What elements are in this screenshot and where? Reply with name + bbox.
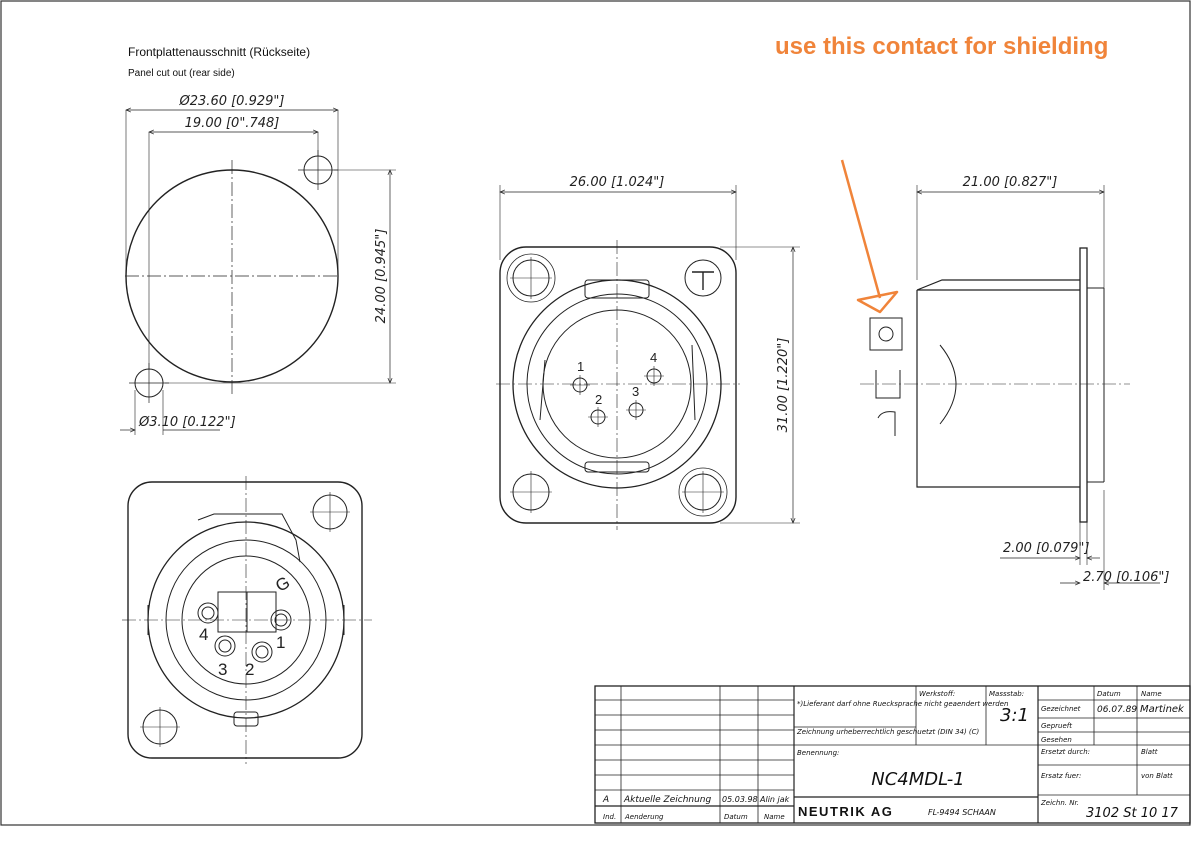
tb-gezeichnet: Gezeichnet: [1041, 705, 1081, 713]
tb-col-name: Name: [764, 813, 785, 821]
dim-cutout-height: 24.00 [0.945"]: [374, 229, 389, 324]
tb-ersetzt-durch: Ersetzt durch:: [1041, 748, 1090, 756]
front-pin-label-1: 1: [577, 359, 584, 374]
front-pin-label-3: 3: [632, 384, 639, 399]
tb-company: NEUTRIK AG: [798, 804, 893, 819]
tb-massstab-label: Massstab:: [989, 690, 1024, 698]
tb-name-header: Name: [1141, 690, 1162, 698]
tb-geprueft: Geprueft: [1041, 722, 1072, 730]
tb-gesehen: Gesehen: [1041, 736, 1072, 744]
tb-gezeichnet-name: Martinek: [1140, 704, 1185, 715]
tb-benennung: Benennung:: [797, 749, 839, 757]
tb-blatt: Blatt: [1141, 748, 1158, 756]
tb-massstab-value: 3:1: [1000, 705, 1029, 726]
tb-gezeichnet-date: 06.07.89: [1097, 705, 1137, 715]
tb-rev-name: Alin jak: [759, 795, 790, 804]
tb-rev-index: A: [602, 795, 609, 805]
dim-flange-thickness: 2.00 [0.079"]: [1003, 541, 1089, 556]
side-flange: [1079, 247, 1088, 523]
front-view: [496, 185, 800, 530]
rear-pin-4: [197, 602, 219, 624]
dim-front-width: 26.00 [1.024"]: [570, 175, 665, 190]
front-pin-label-2: 2: [595, 392, 602, 407]
tb-notice-2: Zeichnung urheberrechtlich geschuetzt (D…: [796, 728, 980, 736]
dim-cutout-hole-diameter: Ø3.10 [0.122"]: [138, 415, 236, 430]
rear-pin-label-1: 1: [276, 633, 285, 652]
tb-von-blatt: von Blatt: [1141, 772, 1173, 780]
rear-pin-label-3: 3: [218, 660, 227, 679]
side-body: [916, 279, 1080, 488]
rear-pin-2: [251, 641, 273, 663]
front-latch: [684, 259, 722, 297]
tb-part-name: NC4MDL-1: [871, 769, 964, 790]
shielding-contact: [869, 317, 903, 351]
front-pin-label-4: 4: [650, 350, 657, 365]
side-view: [860, 185, 1160, 590]
tb-rev-date: 05.03.98: [722, 795, 758, 804]
rear-pin-3: [214, 635, 236, 657]
dim-cutout-hole-spacing: 19.00 [0".748]: [185, 116, 280, 131]
rear-pin-label-2: 2: [245, 660, 254, 679]
tb-notice-1: *)Lieferant darf ohne Ruecksprache nicht…: [797, 700, 1008, 708]
title-block: [594, 685, 1191, 824]
shielding-annotation: use this contact for shielding: [775, 33, 1109, 60]
shielding-arrow: [840, 159, 899, 314]
dim-cutout-diameter: Ø23.60 [0.929"]: [179, 94, 285, 109]
front-flange: [499, 246, 737, 524]
panel-cutout-title-en: Panel cut out (rear side): [128, 68, 235, 79]
tb-rev-text: Aktuelle Zeichnung: [623, 795, 712, 805]
tb-zeichn-nr: Zeichn. Nr.: [1040, 799, 1079, 807]
tb-col-aenderung: Aenderung: [624, 813, 664, 821]
dim-rear-offset: 2.70 [0.106"]: [1083, 570, 1169, 585]
tb-location: FL-9494 SCHAAN: [928, 808, 996, 817]
panel-cutout-title-de: Frontplattenausschnitt (Rückseite): [128, 45, 311, 59]
panel-cutout-view: [120, 110, 396, 435]
tb-col-ind: Ind.: [603, 813, 616, 821]
tb-drawing-number: 3102 St 10 17: [1086, 806, 1179, 821]
rear-view: [122, 476, 372, 764]
tb-col-datum: Datum: [724, 813, 748, 821]
tb-ersatz-fuer: Ersatz fuer:: [1041, 772, 1081, 780]
rear-pin-label-4: 4: [199, 625, 208, 644]
dim-front-height: 31.00 [1.220"]: [776, 338, 791, 433]
tb-werkstoff: Werkstoff:: [919, 690, 955, 698]
tb-datum-header: Datum: [1097, 690, 1121, 698]
dim-side-depth: 21.00 [0.827"]: [963, 175, 1058, 190]
